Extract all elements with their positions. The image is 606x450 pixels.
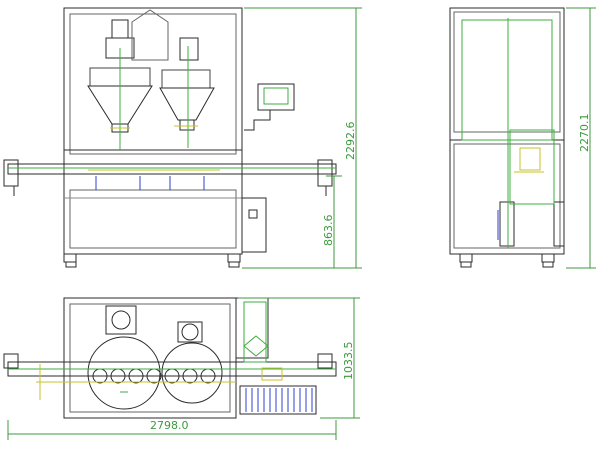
front-panel-arm (244, 110, 271, 131)
side-dimension-lines (566, 7, 596, 269)
top-motor-2 (177, 321, 203, 343)
side-view (449, 7, 565, 268)
front-view-colored-parts (8, 46, 336, 190)
front-work-height-label: 863.6 (322, 215, 335, 247)
top-panel-arm (243, 301, 267, 363)
front-control-panel (257, 83, 295, 111)
side-upper-panel (453, 11, 561, 133)
front-upper-cabinet (69, 13, 237, 155)
top-accumulation-table (239, 385, 317, 415)
front-foot-left (65, 261, 77, 268)
side-foot-left (460, 261, 472, 268)
top-length-label: 2798.0 (150, 419, 189, 432)
side-foot-right (542, 261, 554, 268)
top-table-rollers (245, 388, 313, 412)
front-motor-1 (111, 19, 129, 39)
top-inner-frame (69, 303, 231, 413)
front-motor-2 (179, 37, 199, 61)
front-electrical-switch (248, 209, 258, 219)
side-hopper-outline (461, 19, 553, 141)
front-dimension-lines (242, 7, 362, 269)
side-frame-outline (449, 7, 565, 255)
top-motor-1 (105, 305, 137, 335)
top-conveyor-end-right (317, 353, 333, 369)
top-turret-2 (161, 342, 223, 404)
front-conveyor (7, 163, 337, 175)
side-auger-housing (499, 201, 515, 247)
side-side-bracket (553, 201, 565, 247)
side-leg-right (541, 253, 555, 263)
top-frame-outline (63, 297, 237, 419)
top-panel-bracket (235, 297, 269, 359)
side-total-height-label: 2270.1 (578, 114, 591, 153)
top-view (3, 297, 337, 419)
front-total-height-label: 2292.6 (344, 122, 357, 161)
side-view-colored-parts (461, 18, 555, 248)
top-dimension-lines (7, 297, 360, 440)
side-control-box (519, 147, 541, 171)
front-conveyor-end-right (317, 159, 333, 187)
side-cone (509, 129, 555, 205)
front-hopper-2-top (161, 69, 211, 89)
top-conveyor-end-left (3, 353, 19, 369)
side-leg-left (459, 253, 473, 263)
front-leg-left (63, 253, 77, 263)
top-sensor-block (261, 367, 283, 381)
front-frame-outline (63, 7, 243, 255)
front-feed-chute (131, 9, 169, 61)
top-view-colored-parts (8, 301, 336, 400)
front-view (3, 7, 337, 268)
front-auger-2 (179, 119, 195, 131)
front-hmi-screen (263, 87, 289, 105)
front-electrical-box (241, 197, 267, 253)
top-depth-label: 1033.5 (342, 342, 355, 381)
top-motor-2-shaft (181, 323, 199, 341)
top-motor-1-shaft (111, 310, 131, 330)
front-hopper-2-cone (159, 87, 215, 121)
front-lower-cabinet (69, 189, 237, 249)
side-lower-panel (453, 143, 561, 249)
front-foot-right (228, 261, 240, 268)
front-leg-right (227, 253, 241, 263)
front-conveyor-end-left (3, 159, 19, 187)
top-panel-pivot (243, 335, 269, 357)
